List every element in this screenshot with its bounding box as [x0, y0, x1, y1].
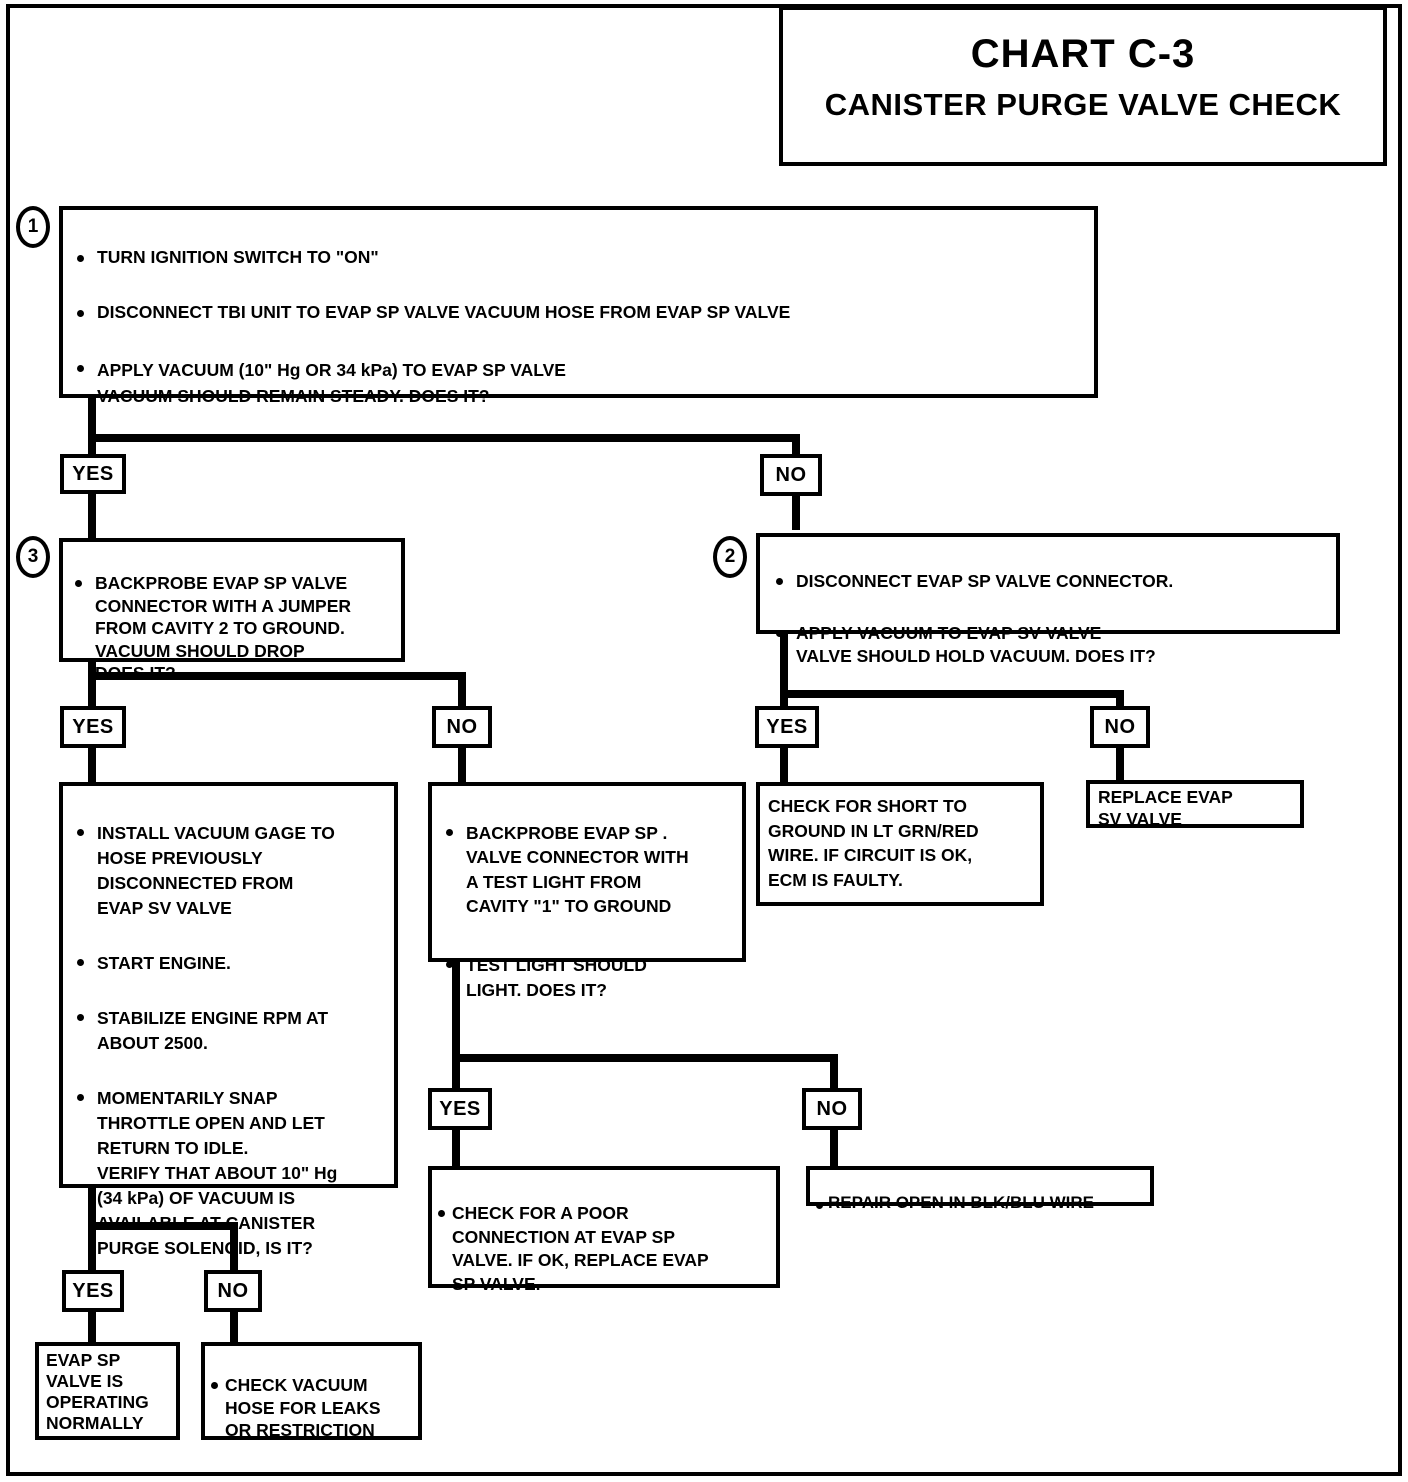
connector-yes5-down: [88, 1310, 96, 1346]
decision-yes-step2[interactable]: YES: [755, 706, 819, 748]
node-backprobe-test-light: BACKPROBE EVAP SP . VALVE CONNECTOR WITH…: [428, 782, 746, 1000]
testlight-bullet-1: BACKPROBE EVAP SP . VALVE CONNECTOR WITH…: [440, 821, 736, 919]
step2-bullet-2: APPLY VACUUM TO EVAP SV VALVE VALVE SHOU…: [770, 622, 1330, 668]
page-title: CHART C-3: [970, 32, 1196, 76]
decision-yes-gage[interactable]: YES: [62, 1270, 124, 1312]
gage-bullet-4: MOMENTARILY SNAP THROTTLE OPEN AND LET R…: [71, 1086, 388, 1261]
page-subtitle: CANISTER PURGE VALVE CHECK: [824, 87, 1342, 122]
check-hose-bullet-1: CHECK VACUUM HOSE FOR LEAKS OR RESTRICTI…: [205, 1374, 414, 1442]
connector-step2-no-down: [1116, 690, 1124, 718]
decision-no-testlight[interactable]: NO: [802, 1088, 862, 1130]
node-check-short-to-ground: CHECK FOR SHORT TO GROUND IN LT GRN/RED …: [756, 782, 1044, 906]
connector-gage-hbar: [88, 1222, 238, 1230]
connector-step1-hbar: [88, 434, 800, 442]
step-badge-2: 2: [713, 536, 747, 578]
connector-yes1-down: [88, 492, 96, 540]
decision-no-step2[interactable]: NO: [1090, 706, 1150, 748]
decision-yes-step1[interactable]: YES: [60, 454, 126, 494]
connector-testlight-no-down: [830, 1054, 838, 1092]
connector-no4-down: [830, 1128, 838, 1170]
gage-bullet-2: START ENGINE.: [71, 951, 388, 976]
node-replace-evap-sv-valve: REPLACE EVAP SV VALVE: [1086, 780, 1304, 829]
connector-step2-hbar: [780, 690, 1124, 698]
connector-yes2-down: [780, 742, 788, 786]
connector-yes4-down: [452, 1128, 460, 1170]
connector-no2-down: [1116, 742, 1124, 786]
replace-sv-text: REPLACE EVAP SV VALVE: [1098, 787, 1233, 829]
connector-step3-down: [88, 658, 96, 720]
chart-title-block: CHART C-3 CANISTER PURGE VALVE CHECK: [779, 6, 1387, 166]
connector-step2-down: [780, 634, 788, 720]
connector-testlight-down: [452, 958, 460, 1098]
connector-no1-down: [792, 492, 800, 530]
node-check-vacuum-hose: CHECK VACUUM HOSE FOR LEAKS OR RESTRICTI…: [201, 1342, 422, 1440]
step3-bullet-1: BACKPROBE EVAP SP VALVE CONNECTOR WITH A…: [69, 572, 395, 684]
check-short-text: CHECK FOR SHORT TO GROUND IN LT GRN/RED …: [768, 796, 979, 890]
node-operating-normally: EVAP SP VALVE IS OPERATING NORMALLY: [35, 1342, 180, 1440]
operating-normally-text: EVAP SP VALVE IS OPERATING NORMALLY: [46, 1350, 149, 1433]
node-repair-open-wire: REPAIR OPEN IN BLK/BLU WIRE: [806, 1166, 1154, 1211]
connector-step1-no-down: [792, 434, 800, 468]
step-badge-3: 3: [16, 536, 50, 578]
node-step-2: DISCONNECT EVAP SP VALVE CONNECTOR. APPL…: [756, 533, 1340, 666]
node-step-3: BACKPROBE EVAP SP VALVE CONNECTOR WITH A…: [59, 538, 405, 683]
connector-no3-down: [458, 742, 466, 786]
repair-open-bullet-1: REPAIR OPEN IN BLK/BLU WIRE: [810, 1193, 1146, 1213]
testlight-bullet-2: TEST LIGHT SHOULD LIGHT. DOES IT?: [440, 953, 736, 1002]
decision-yes-step3[interactable]: YES: [60, 706, 126, 748]
decision-no-step3[interactable]: NO: [432, 706, 492, 748]
connector-no5-down: [230, 1310, 238, 1346]
decision-no-gage[interactable]: NO: [204, 1270, 262, 1312]
node-check-poor-connection: CHECK FOR A POOR CONNECTION AT EVAP SP V…: [428, 1166, 780, 1294]
gage-bullet-1: INSTALL VACUUM GAGE TO HOSE PREVIOUSLY D…: [71, 821, 388, 921]
decision-no-step1[interactable]: NO: [760, 454, 822, 496]
gage-bullet-3: STABILIZE ENGINE RPM AT ABOUT 2500.: [71, 1006, 388, 1056]
connector-step1-down: [88, 396, 96, 468]
connector-step3-no-down: [458, 672, 466, 718]
step1-bullet-2: DISCONNECT TBI UNIT TO EVAP SP VALVE VAC…: [71, 302, 1084, 323]
poor-conn-bullet-1: CHECK FOR A POOR CONNECTION AT EVAP SP V…: [432, 1202, 770, 1296]
step-badge-1: 1: [16, 206, 50, 248]
step1-bullet-1: TURN IGNITION SWITCH TO "ON": [71, 247, 1084, 268]
connector-gage-down: [88, 1188, 96, 1276]
step2-bullet-1: DISCONNECT EVAP SP VALVE CONNECTOR.: [770, 570, 1330, 593]
decision-yes-testlight[interactable]: YES: [428, 1088, 492, 1130]
connector-step3-hbar: [88, 672, 466, 680]
connector-yes3-down: [88, 742, 96, 786]
step1-bullet-3: APPLY VACUUM (10" Hg OR 34 kPa) TO EVAP …: [71, 357, 1084, 410]
connector-testlight-hbar: [452, 1054, 838, 1062]
connector-gage-no-down: [230, 1222, 238, 1276]
page-border: [6, 4, 1402, 1476]
node-install-vacuum-gage: INSTALL VACUUM GAGE TO HOSE PREVIOUSLY D…: [59, 782, 398, 1258]
node-step-1: TURN IGNITION SWITCH TO "ON" DISCONNECT …: [59, 206, 1098, 406]
